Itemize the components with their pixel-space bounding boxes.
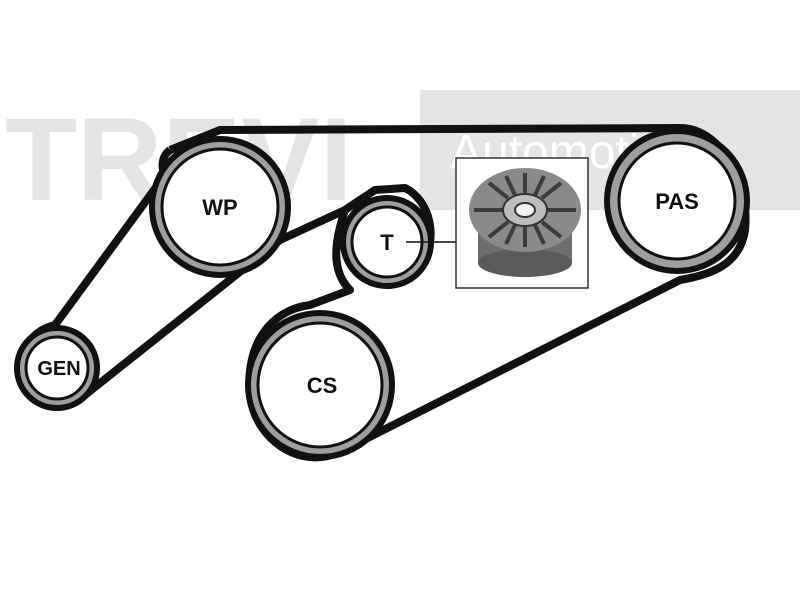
pulley-t: T xyxy=(340,195,456,289)
pulley-cs-face xyxy=(256,321,384,449)
watermark: TREVI Automotive xyxy=(5,90,800,226)
pulley-pas-label: PAS xyxy=(655,189,699,214)
pulley-cs: CS xyxy=(245,310,395,460)
roller-bottom xyxy=(478,249,572,277)
pulley-cs-label: CS xyxy=(307,373,338,398)
pulley-wp: WP xyxy=(149,136,291,278)
tensioner-pulley-photo-icon xyxy=(469,168,581,277)
pulley-wp-face xyxy=(160,147,280,267)
tensioner-inset xyxy=(455,157,589,289)
roller-hub xyxy=(514,202,536,218)
pulley-pas: PAS xyxy=(604,128,750,274)
roller-spokes xyxy=(474,173,576,247)
pulley-t-label: T xyxy=(380,230,394,255)
pulley-gen: GEN xyxy=(14,325,100,411)
pulley-wp-label: WP xyxy=(202,195,237,220)
pulley-pas-face xyxy=(617,141,737,261)
pulley-gen-face xyxy=(24,335,90,401)
pulley-gen-label: GEN xyxy=(37,358,80,380)
